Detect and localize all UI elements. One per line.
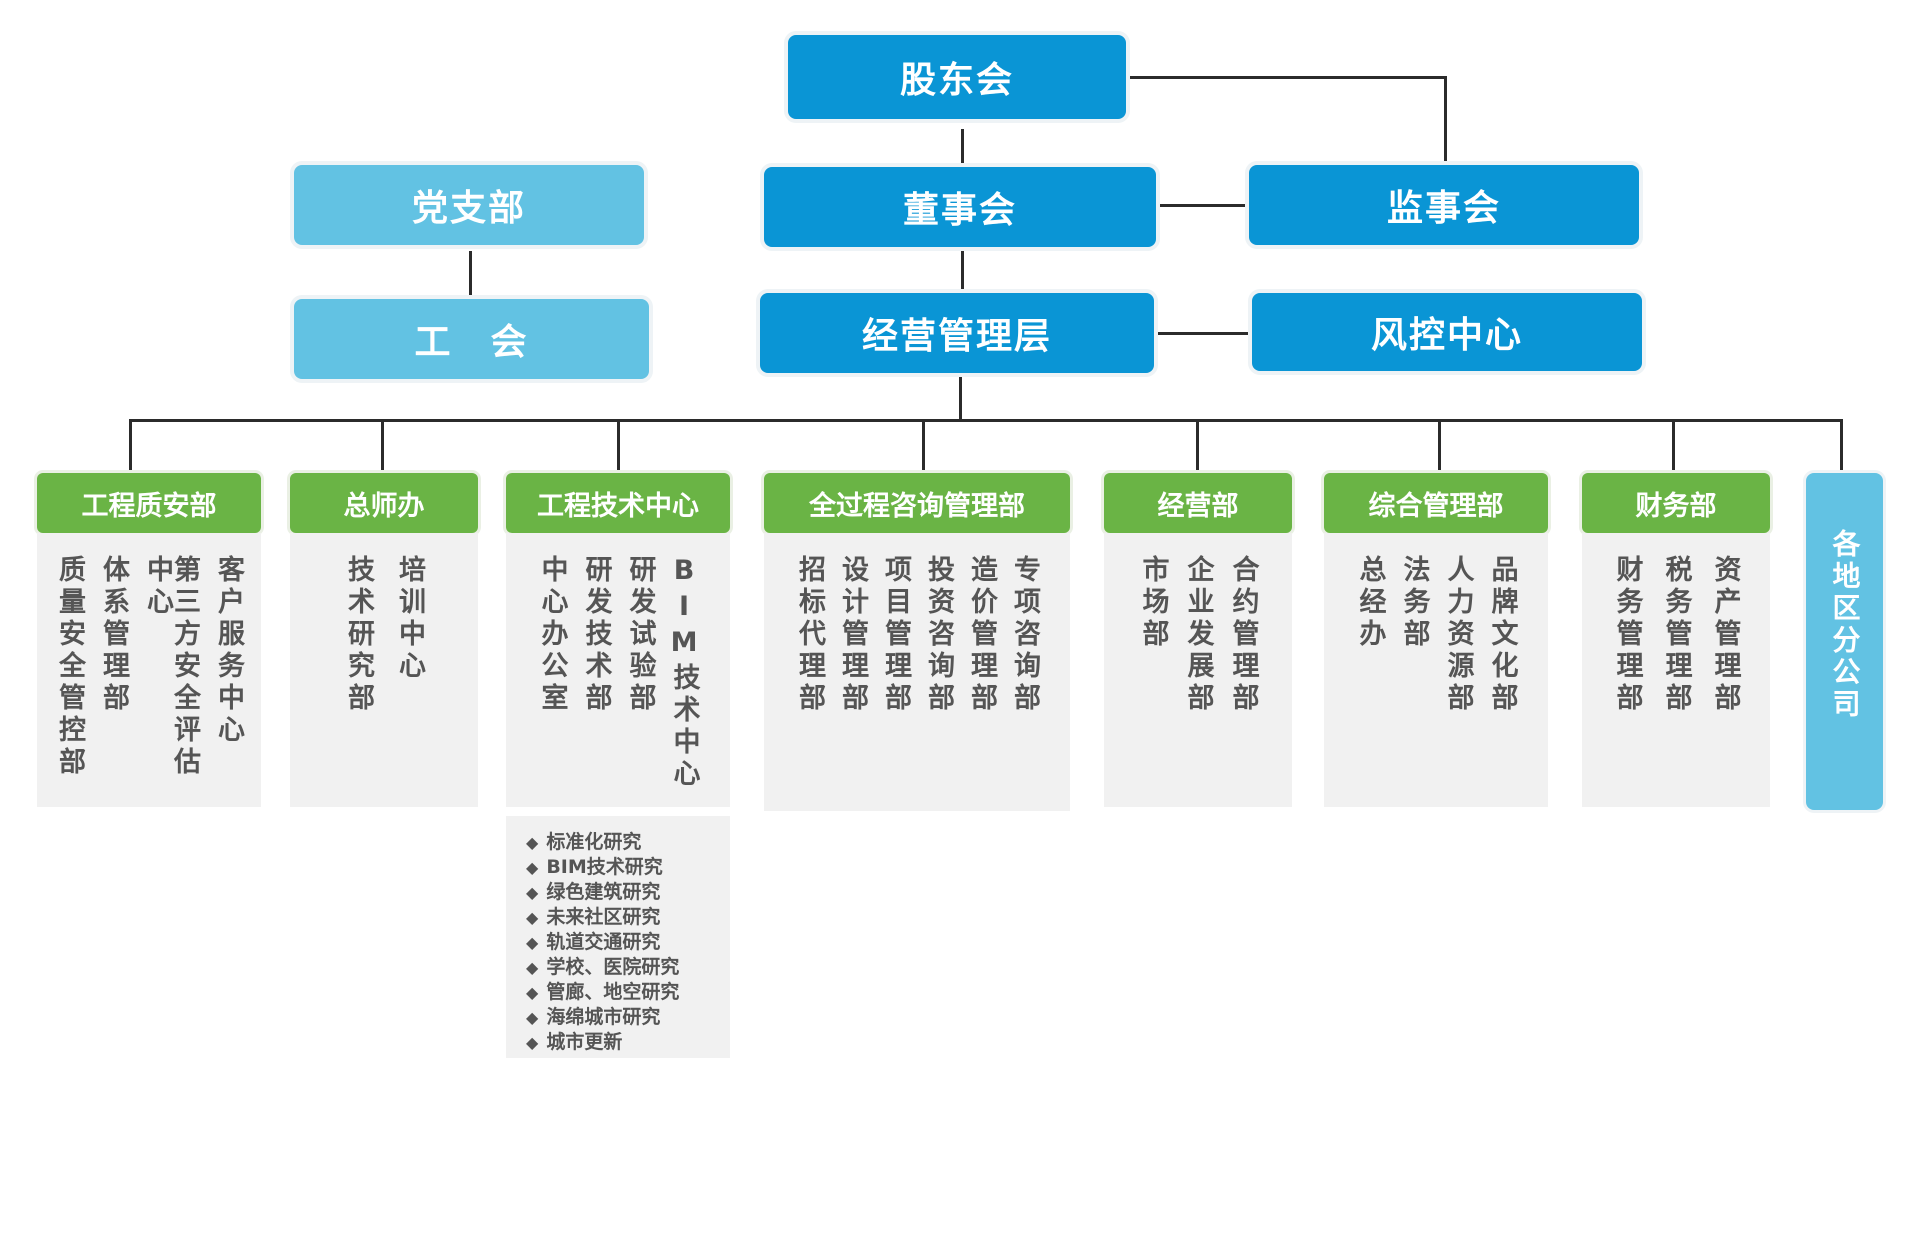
research-label: 绿色建筑研究 — [546, 881, 661, 903]
dept-header-chief-engineer: 总师办 — [290, 473, 478, 533]
unit-label: 专项咨询部 — [1009, 555, 1040, 715]
unit-label: 研发技术部 — [580, 555, 612, 715]
diamond-bullet-icon: ◆ — [526, 883, 539, 902]
shareholders-box: 股东会 — [788, 35, 1126, 119]
connector-drop — [1196, 419, 1199, 471]
regional-branches-box: 各地区分公司 — [1806, 473, 1883, 810]
unit-label: 法务部 — [1398, 555, 1430, 651]
list-item: ◆ 海绵城市研究 — [526, 1005, 710, 1030]
connector-drop — [617, 419, 620, 471]
dept-body-quality-safety: 客户服务中心 第三方安全评估中心 体系管理部 质量安全管控部 — [37, 533, 261, 807]
dept-body-general-admin: 品牌文化部 人力资源部 法务部 总经办 — [1324, 533, 1548, 807]
research-label: 未来社区研究 — [546, 906, 661, 928]
diamond-bullet-icon: ◆ — [526, 833, 539, 852]
connector-board-management — [961, 247, 964, 291]
dept-header-finance: 财务部 — [1582, 473, 1770, 533]
unit-label: 合约管理部 — [1227, 555, 1259, 715]
dept-header-business: 经营部 — [1104, 473, 1292, 533]
unit-label: 品牌文化部 — [1486, 555, 1518, 715]
board-box: 董事会 — [764, 167, 1156, 247]
research-label: 海绵城市研究 — [546, 1006, 661, 1028]
unit-label: 质量安全管控部 — [54, 555, 85, 779]
party-branch-box: 党支部 — [294, 165, 644, 245]
unit-label: 招标代理部 — [794, 555, 825, 715]
research-label: 城市更新 — [546, 1031, 623, 1053]
list-item: ◆ 未来社区研究 — [526, 905, 710, 930]
dept-body-consulting: 专项咨询部 造价管理部 投资咨询部 项目管理部 设计管理部 招标代理部 — [764, 533, 1070, 811]
unit-label: 研发试验部 — [624, 555, 656, 715]
unit-label: 设计管理部 — [837, 555, 868, 715]
dept-header-quality-safety: 工程质安部 — [37, 473, 261, 533]
diamond-bullet-icon: ◆ — [526, 983, 539, 1002]
connector-drop — [922, 419, 925, 471]
regional-branches-label: 各地区分公司 — [1828, 529, 1862, 721]
management-box: 经营管理层 — [760, 293, 1154, 373]
dept-header-engineering-tech: 工程技术中心 — [506, 473, 730, 533]
connector-management-risk — [1155, 332, 1252, 335]
unit-label: 培训中心 — [394, 555, 425, 683]
research-label: 管廊、地空研究 — [546, 981, 680, 1003]
list-item: ◆ BIM技术研究 — [526, 855, 710, 880]
unit-label: BIM技术中心 — [668, 555, 700, 791]
union-box: 工 会 — [294, 299, 649, 379]
unit-label: 技术研究部 — [343, 555, 374, 715]
risk-center-box: 风控中心 — [1252, 293, 1642, 371]
unit-label: 资产管理部 — [1709, 555, 1741, 715]
unit-label: 投资咨询部 — [923, 555, 954, 715]
unit-label: 中心办公室 — [536, 555, 568, 715]
unit-label: 税务管理部 — [1660, 555, 1692, 715]
unit-label: 体系管理部 — [98, 555, 129, 715]
dept-header-consulting: 全过程咨询管理部 — [764, 473, 1070, 533]
diamond-bullet-icon: ◆ — [526, 1008, 539, 1027]
list-item: ◆ 城市更新 — [526, 1030, 710, 1055]
research-label: BIM技术研究 — [546, 856, 663, 878]
diamond-bullet-icon: ◆ — [526, 1033, 539, 1052]
dept-body-finance: 资产管理部 税务管理部 财务管理部 — [1582, 533, 1770, 807]
connector-to-supervisors — [1444, 76, 1447, 164]
connector-bus — [129, 419, 1842, 422]
list-item: ◆ 管廊、地空研究 — [526, 980, 710, 1005]
unit-label: 市场部 — [1137, 555, 1169, 651]
unit-label: 财务管理部 — [1611, 555, 1643, 715]
dept-header-general-admin: 综合管理部 — [1324, 473, 1548, 533]
research-label: 标准化研究 — [546, 831, 642, 853]
dept-body-chief-engineer: 培训中心 技术研究部 — [290, 533, 478, 807]
connector-shareholders-board — [961, 129, 964, 165]
connector-drop — [1438, 419, 1441, 471]
unit-label: 第三方安全评估中心 — [142, 555, 200, 779]
research-label: 学校、医院研究 — [546, 956, 680, 978]
connector-party-union — [469, 251, 472, 295]
diamond-bullet-icon: ◆ — [526, 933, 539, 952]
list-item: ◆ 学校、医院研究 — [526, 955, 710, 980]
unit-label: 企业发展部 — [1182, 555, 1214, 715]
dept-body-engineering-tech: BIM技术中心 研发试验部 研发技术部 中心办公室 — [506, 533, 730, 807]
connector-drop — [381, 419, 384, 471]
list-item: ◆ 轨道交通研究 — [526, 930, 710, 955]
research-label: 轨道交通研究 — [546, 931, 661, 953]
connector-drop — [129, 419, 132, 471]
dept-body-business: 合约管理部 企业发展部 市场部 — [1104, 533, 1292, 807]
unit-label: 总经办 — [1354, 555, 1386, 651]
connector-shareholders-right — [1125, 76, 1446, 79]
connector-management-trunk — [959, 373, 962, 421]
diamond-bullet-icon: ◆ — [526, 858, 539, 877]
unit-label: 人力资源部 — [1442, 555, 1474, 715]
unit-label: 造价管理部 — [966, 555, 997, 715]
research-list: ◆标准化研究 ◆BIM技术研究 ◆绿色建筑研究 ◆未来社区研究 ◆轨道交通研究 … — [506, 816, 730, 1058]
list-item: ◆ 标准化研究 — [526, 830, 710, 855]
connector-drop — [1672, 419, 1675, 471]
connector-board-supervisors — [1155, 204, 1249, 207]
diamond-bullet-icon: ◆ — [526, 958, 539, 977]
supervisors-box: 监事会 — [1249, 165, 1639, 245]
diamond-bullet-icon: ◆ — [526, 908, 539, 927]
connector-drop — [1840, 419, 1843, 471]
unit-label: 项目管理部 — [880, 555, 911, 715]
list-item: ◆ 绿色建筑研究 — [526, 880, 710, 905]
unit-label: 客户服务中心 — [213, 555, 244, 747]
